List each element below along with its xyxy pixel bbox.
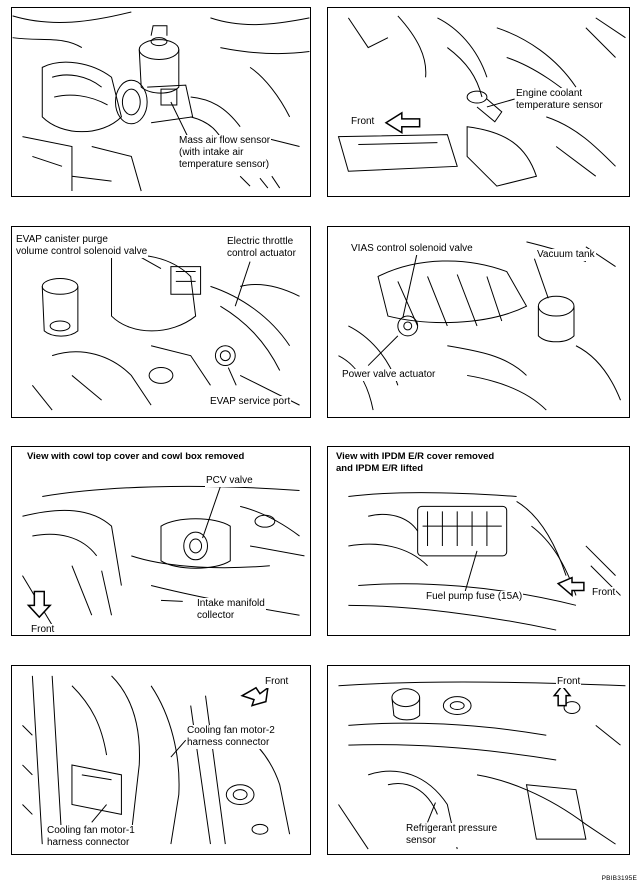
label-front: Front	[556, 676, 582, 688]
engine-illustration	[328, 666, 629, 854]
label-evap-canister-purge-volume-control-solenoid-valve: EVAP canister purge volume control solen…	[15, 234, 149, 258]
label-electric-throttle-control-actuator: Electric throttle control actuator	[226, 236, 297, 260]
label-intake-manifold-collector: Intake manifold collector	[196, 598, 266, 622]
label-refrigerant-pressure-sensor: Refrigerant pressure sensor	[405, 823, 499, 847]
label-mass-air-flow-sensor: Mass air flow sensor (with intake air te…	[178, 135, 272, 171]
label-cooling-fan-motor-2-harness-connector: Cooling fan motor-2 harness connector	[186, 725, 276, 749]
header-cowl-top-cover-removed: View with cowl top cover and cowl box re…	[26, 451, 246, 463]
panel-evap-canister-purge: EVAP canister purge volume control solen…	[11, 226, 311, 418]
figure-code: PBIB3195E	[601, 875, 637, 882]
label-pcv-valve: PCV valve	[205, 475, 254, 487]
engine-illustration	[328, 447, 629, 635]
label-vias-control-solenoid-valve: VIAS control solenoid valve	[350, 243, 474, 255]
label-fuel-pump-fuse: Fuel pump fuse (15A)	[425, 591, 524, 603]
panel-vias-control-solenoid-valve: VIAS control solenoid valve Vacuum tank …	[327, 226, 630, 418]
engine-illustration	[12, 666, 310, 854]
panel-pcv-valve: View with cowl top cover and cowl box re…	[11, 446, 311, 636]
header-ipdm-er-cover-removed: View with IPDM E/R cover removed and IPD…	[335, 451, 496, 475]
engine-illustration	[12, 447, 310, 635]
label-front: Front	[30, 624, 56, 635]
label-front: Front	[350, 116, 376, 128]
label-evap-service-port: EVAP service port	[209, 396, 292, 408]
engine-illustration	[12, 227, 310, 417]
panel-refrigerant-pressure-sensor: Front Refrigerant pressure sensor	[327, 665, 630, 855]
engine-illustration	[328, 8, 629, 196]
label-front: Front	[591, 587, 617, 599]
label-cooling-fan-motor-1-harness-connector: Cooling fan motor-1 harness connector	[46, 825, 136, 849]
panel-mass-air-flow-sensor: Mass air flow sensor (with intake air te…	[11, 7, 311, 197]
label-front: Front	[264, 676, 290, 688]
label-power-valve-actuator: Power valve actuator	[341, 369, 437, 381]
panel-engine-coolant-temperature-sensor: Engine coolant temperature sensor Front	[327, 7, 630, 197]
panel-fuel-pump-fuse: View with IPDM E/R cover removed and IPD…	[327, 446, 630, 636]
label-engine-coolant-temperature-sensor: Engine coolant temperature sensor	[515, 88, 604, 112]
label-vacuum-tank: Vacuum tank	[536, 249, 596, 261]
panel-cooling-fan-motor-connectors: Front Cooling fan motor-2 harness connec…	[11, 665, 311, 855]
